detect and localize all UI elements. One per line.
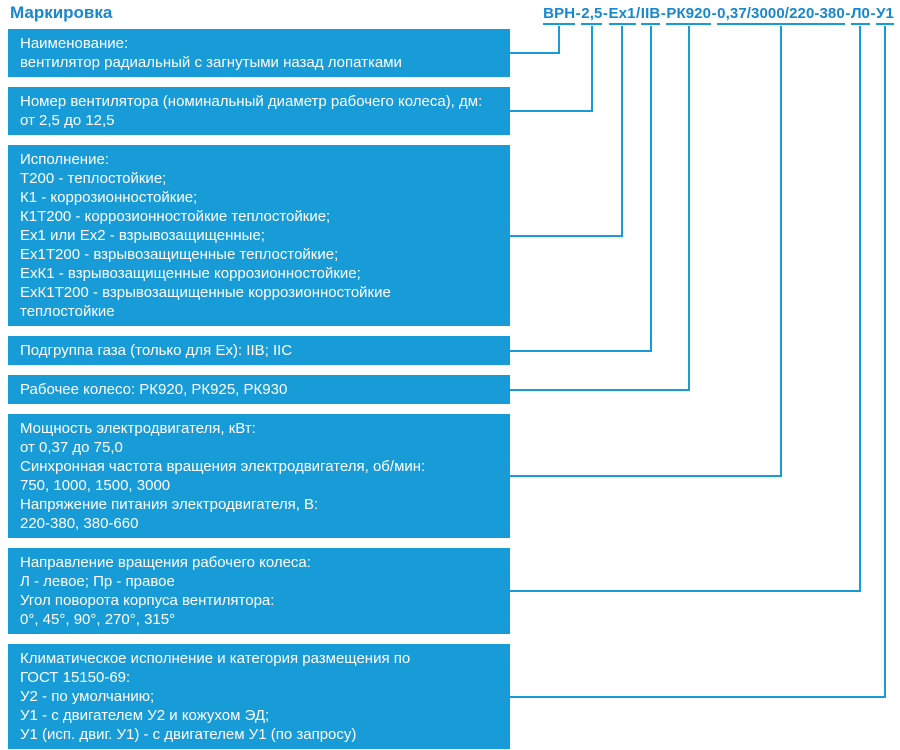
code-separator: -	[711, 5, 717, 22]
box-line: У1 (исп. двиг. У1) - с двигателем У1 (по…	[20, 726, 357, 743]
spec-box-fan-number: Номер вентилятора (номинальный диаметр р…	[8, 87, 510, 135]
box-line: Ех1Т200 - взрывозащищенные теплостойкие;	[20, 246, 339, 263]
box-line: Подгруппа газа (только для Ex): IIB; IIC	[20, 342, 293, 359]
box-line: Т200 - теплостойкие;	[20, 170, 167, 187]
box-line: Наименование:	[20, 35, 129, 52]
box-line: 0°, 45°, 90°, 270°, 315°	[20, 611, 176, 628]
box-line: К1 - коррозионностойкие;	[20, 189, 198, 206]
page-title: Маркировка	[10, 3, 113, 22]
box-line: от 2,5 до 12,5	[20, 112, 115, 129]
spec-box-climate: Климатическое исполнение и категория раз…	[8, 644, 510, 749]
box-line: теплостойкие	[20, 303, 115, 320]
spec-box-gas-subgroup: Подгруппа газа (только для Ex): IIB; IIC	[8, 336, 510, 365]
code-segment: РК920	[666, 5, 712, 25]
spec-boxes: Наименование: вентилятор радиальный с заг…	[8, 29, 510, 749]
box-line: Мощность электродвигателя, кВт:	[20, 420, 256, 437]
box-line: ЕхК1Т200 - взрывозащищенные коррозионнос…	[20, 284, 391, 301]
box-line: ГОСТ 15150-69:	[20, 669, 131, 686]
box-line: Угол поворота корпуса вентилятора:	[20, 592, 275, 609]
code-separator: /	[636, 5, 641, 22]
code-separator: -	[660, 5, 666, 22]
code-segment: 0,37/3000/220-380	[717, 5, 845, 25]
marking-code: ВРН-2,5-Ex1/IIB-РК920-0,37/3000/220-380-…	[543, 5, 894, 25]
code-segment: Ex1	[608, 5, 636, 25]
connector-line	[510, 26, 652, 352]
box-line: У2 - по умолчанию;	[20, 688, 155, 705]
box-line: Рабочее колесо: РК920, РК925, РК930	[20, 381, 288, 398]
code-separator: -	[575, 5, 581, 22]
connector-line	[510, 26, 861, 592]
box-line: У1 - с двигателем У2 и кожухом ЭД;	[20, 707, 270, 724]
code-segment: 2,5	[581, 5, 603, 25]
code-segment: IIB	[640, 5, 661, 25]
spec-box-execution: Исполнение: Т200 - теплостойкие; К1 - корр…	[8, 145, 510, 326]
code-segment: У1	[876, 5, 894, 25]
code-segment: Л0	[850, 5, 871, 25]
box-line: Л - левое; Пр - правое	[20, 573, 175, 590]
code-separator: -	[845, 5, 851, 22]
connector-line	[510, 26, 593, 112]
connector-line	[510, 26, 782, 477]
box-line: Синхронная частота вращения электродвига…	[20, 458, 426, 475]
box-line: Напряжение питания электродвигателя, В:	[20, 496, 319, 513]
connector-line	[510, 26, 886, 698]
box-line: К1Т200 - коррозионностойкие теплостойкие…	[20, 208, 331, 225]
spec-box-impeller: Рабочее колесо: РК920, РК925, РК930	[8, 375, 510, 404]
spec-box-motor: Мощность электродвигателя, кВт: от 0,37 д…	[8, 414, 510, 538]
code-segment: ВРН	[543, 5, 576, 25]
spec-box-name: Наименование: вентилятор радиальный с заг…	[8, 29, 510, 77]
box-line: Номер вентилятора (номинальный диаметр р…	[20, 93, 483, 110]
code-separator: -	[602, 5, 609, 22]
box-line: 750, 1000, 1500, 3000	[20, 477, 171, 494]
connector-line	[510, 26, 560, 54]
connector-line	[510, 26, 623, 237]
box-line: Исполнение:	[20, 151, 109, 168]
connector-line	[510, 26, 690, 391]
box-line: от 0,37 до 75,0	[20, 439, 123, 456]
box-line: вентилятор радиальный с загнутыми назад …	[20, 54, 402, 71]
box-line: ЕхК1 - взрывозащищенные коррозионностойк…	[20, 265, 361, 282]
box-line: Ех1 или Ех2 - взрывозащищенные;	[20, 227, 265, 244]
code-separator: -	[870, 5, 876, 22]
box-line: Климатическое исполнение и категория раз…	[20, 650, 411, 667]
box-line: 220-380, 380-660	[20, 515, 139, 532]
spec-box-rotation: Направление вращения рабочего колеса: Л -…	[8, 548, 510, 634]
box-line: Направление вращения рабочего колеса:	[20, 554, 311, 571]
